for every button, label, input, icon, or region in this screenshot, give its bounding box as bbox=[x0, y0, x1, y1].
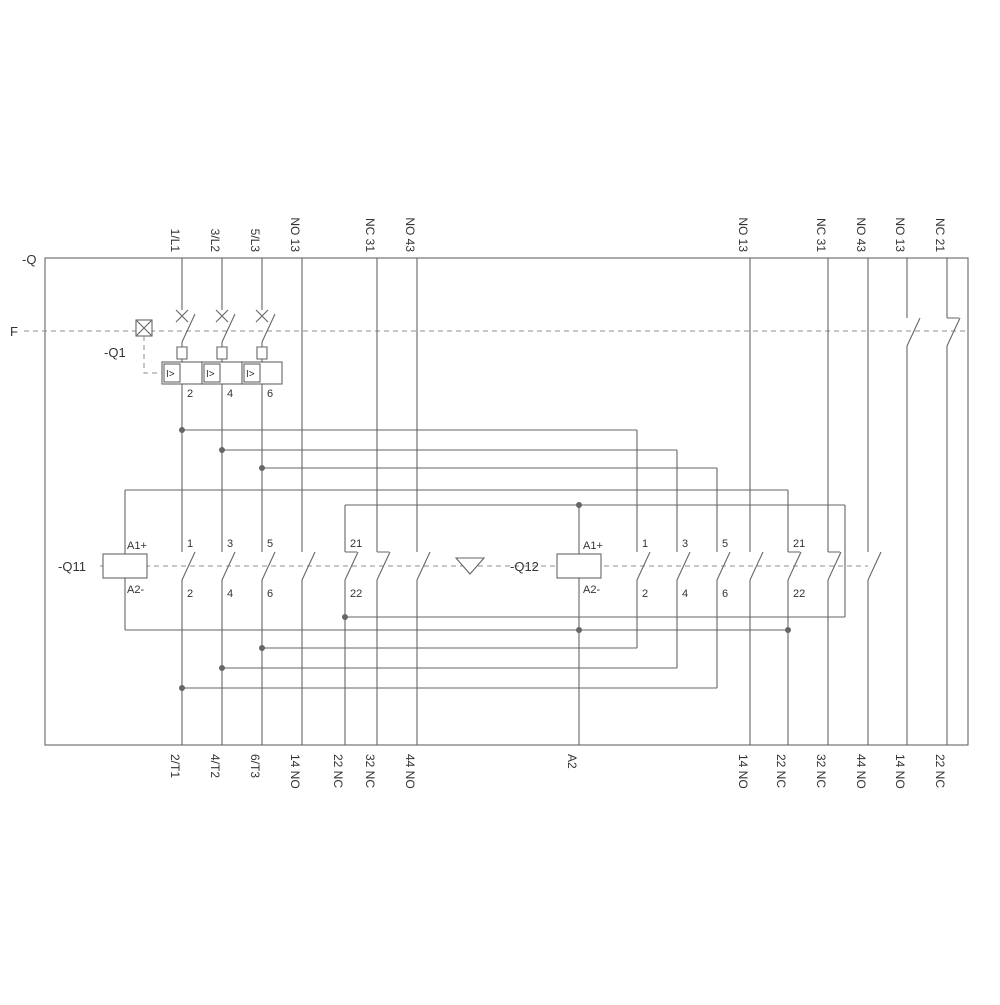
bottom-terminal-label: 2/T1 bbox=[168, 754, 182, 778]
junction-dot bbox=[785, 627, 791, 633]
top-terminal-label: NC 31 bbox=[814, 218, 828, 252]
q11-terminal-4: 4 bbox=[227, 588, 233, 600]
q11-coil-loop bbox=[124, 489, 788, 631]
trip-symbol-1: I> bbox=[166, 369, 175, 380]
junction-dot bbox=[219, 447, 225, 453]
q11-a1-label: A1+ bbox=[127, 540, 147, 552]
q12-terminal-3: 3 bbox=[682, 538, 688, 550]
overcurrent-box-pole1 bbox=[163, 363, 181, 383]
bottom-terminal-label: 22 NC bbox=[331, 754, 345, 788]
q12-coil-loop bbox=[345, 504, 846, 745]
bottom-terminal-label: 44 NO bbox=[854, 754, 868, 789]
q12-terminal-1: 1 bbox=[642, 538, 648, 550]
breaker-pole-wires bbox=[175, 258, 276, 362]
junction-dot bbox=[576, 627, 582, 633]
bottom-terminal-label: 14 NO bbox=[288, 754, 302, 789]
breaker-aux-columns bbox=[906, 258, 961, 745]
interlock-wiring bbox=[124, 489, 846, 745]
top-terminal-label: NO 13 bbox=[736, 217, 750, 252]
q12-terminal-2: 2 bbox=[642, 588, 648, 600]
q12-main-contacts bbox=[636, 551, 731, 581]
q11-terminal-2: 2 bbox=[187, 588, 193, 600]
bottom-terminal-label: 4/T2 bbox=[208, 754, 222, 778]
q11-terminal-1: 1 bbox=[187, 538, 193, 550]
q11-terminal-5: 5 bbox=[267, 538, 273, 550]
contactor-q11: -Q11 A1+ A2- 1 3 5 2 4 6 21 22 bbox=[58, 258, 431, 745]
interlock-triangle-icon bbox=[454, 557, 486, 575]
bottom-terminal-label: 22 NC bbox=[774, 754, 788, 788]
top-terminal-label: NO 13 bbox=[288, 217, 302, 252]
q11-main-contacts bbox=[181, 551, 276, 581]
breaker-label: -Q1 bbox=[104, 345, 126, 360]
q12-label: -Q12 bbox=[510, 559, 539, 574]
overcurrent-box-pole2 bbox=[203, 363, 221, 383]
breaker-terminal-2: 2 bbox=[187, 388, 193, 400]
top-terminal-label: NC 31 bbox=[363, 218, 377, 252]
q12-a2-label: A2- bbox=[583, 584, 600, 596]
q11-label: -Q11 bbox=[58, 559, 86, 574]
top-terminal-label: NO 13 bbox=[893, 217, 907, 252]
q11-terminal-21: 21 bbox=[350, 538, 362, 550]
q11-terminal-22: 22 bbox=[350, 588, 362, 600]
contactor-q12: -Q12 A1+ A2- 1 3 5 2 4 6 21 22 bbox=[510, 258, 882, 745]
actuator-cross-icon bbox=[135, 319, 153, 337]
bottom-terminal-labels: 2/T1 4/T2 6/T3 14 NO 22 NC 32 NC 44 NO A… bbox=[168, 754, 947, 789]
top-terminal-labels: 1/L1 3/L2 5/L3 NO 13 NC 31 NO 43 NO 13 N… bbox=[168, 217, 947, 252]
q12-terminal-5: 5 bbox=[722, 538, 728, 550]
junction-dot bbox=[179, 685, 185, 691]
top-terminal-label: 1/L1 bbox=[168, 229, 182, 253]
breaker-terminal-6: 6 bbox=[267, 388, 273, 400]
bottom-terminal-label: 32 NC bbox=[363, 754, 377, 788]
trip-symbol-2: I> bbox=[206, 369, 215, 380]
trip-symbol-3: I> bbox=[246, 369, 255, 380]
q12-terminal-6: 6 bbox=[722, 588, 728, 600]
breaker-aux-contacts bbox=[906, 258, 961, 745]
top-terminal-label: 3/L2 bbox=[208, 229, 222, 253]
enclosure-border bbox=[44, 257, 969, 746]
q12-aux-columns bbox=[749, 258, 882, 745]
enclosure-label: -Q bbox=[22, 252, 36, 267]
junction-dot bbox=[179, 427, 185, 433]
top-terminal-label: 5/L3 bbox=[248, 229, 262, 253]
q12-coil bbox=[556, 553, 602, 579]
junction-dot bbox=[576, 502, 582, 508]
top-terminal-label: NO 43 bbox=[854, 217, 868, 252]
phase-tap-wires bbox=[182, 429, 718, 689]
junction-dots bbox=[179, 427, 791, 691]
breaker-terminal-4: 4 bbox=[227, 388, 233, 400]
junction-dot bbox=[259, 645, 265, 651]
bottom-terminal-label: 44 NO bbox=[403, 754, 417, 789]
bottom-terminal-label: 14 NO bbox=[893, 754, 907, 789]
bottom-terminal-label: 22 NC bbox=[933, 754, 947, 788]
top-terminal-label: NO 43 bbox=[403, 217, 417, 252]
circuit-breaker-q1: -Q1 I> I> I> 2 4 6 bbox=[104, 258, 283, 400]
bottom-terminal-label: 6/T3 bbox=[248, 754, 262, 778]
junction-dot bbox=[219, 665, 225, 671]
q12-a1-label: A1+ bbox=[583, 540, 603, 552]
q12-terminal-21: 21 bbox=[793, 538, 805, 550]
q11-coil bbox=[102, 553, 148, 579]
mechanical-interlock bbox=[454, 557, 486, 575]
q11-a2-label: A2- bbox=[127, 584, 144, 596]
overcurrent-box-pole3 bbox=[243, 363, 261, 383]
enclosure: -Q F bbox=[10, 252, 969, 746]
q12-terminal-4: 4 bbox=[682, 588, 688, 600]
bottom-terminal-label: 32 NC bbox=[814, 754, 828, 788]
junction-dot bbox=[342, 614, 348, 620]
bottom-terminal-label: A2 bbox=[565, 754, 579, 769]
function-line-label: F bbox=[10, 324, 18, 339]
q11-terminal-6: 6 bbox=[267, 588, 273, 600]
bottom-terminal-label: 14 NO bbox=[736, 754, 750, 789]
junction-dot bbox=[259, 465, 265, 471]
top-terminal-label: NC 21 bbox=[933, 218, 947, 252]
q11-aux-columns bbox=[301, 258, 431, 745]
q12-terminal-22: 22 bbox=[793, 588, 805, 600]
q11-terminal-3: 3 bbox=[227, 538, 233, 550]
trip-linkage-dashed bbox=[143, 336, 162, 374]
